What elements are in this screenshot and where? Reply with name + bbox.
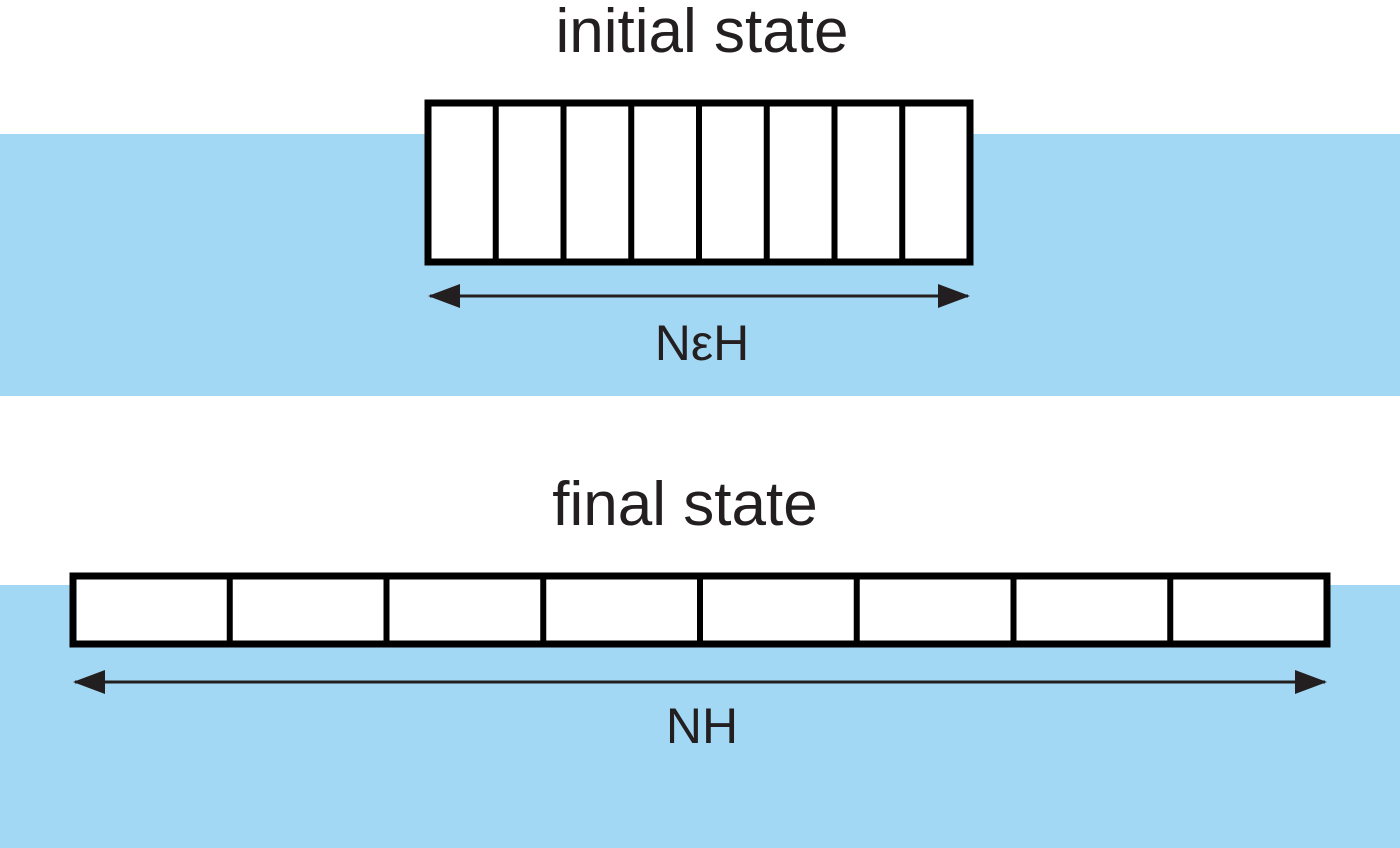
final-width-label: NH [666,698,738,754]
initial-block-stack [424,99,974,266]
final-block-stack [69,572,1331,648]
initial-width-label: NεH [655,315,750,371]
final-state-panel: final state NH [69,470,1331,754]
initial-state-panel: initial state NεH [424,0,974,371]
final-block-dividers [226,576,1174,644]
initial-block-dividers [492,103,906,262]
final-state-title: final state [552,470,817,539]
initial-state-title: initial state [556,0,849,66]
